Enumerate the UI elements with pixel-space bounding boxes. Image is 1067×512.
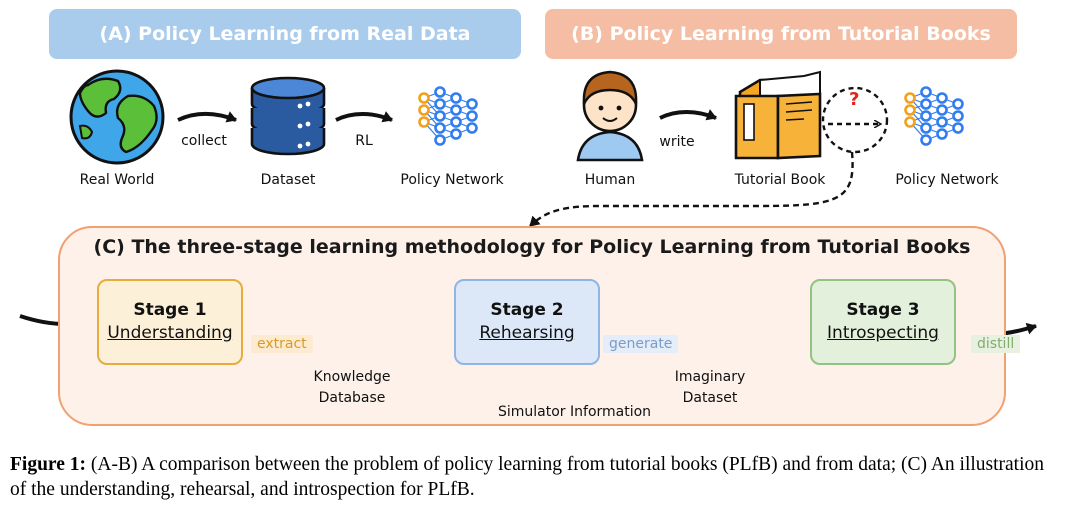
stage-2-title: Stage 2 <box>490 300 564 320</box>
simulator-information-label: Simulator Information <box>498 404 652 420</box>
panel-b-header-text: (B) Policy Learning from Tutorial Books <box>571 23 991 45</box>
policy-network-label-b: Policy Network <box>895 172 999 188</box>
globe-icon <box>69 69 165 165</box>
stage-3-box: Stage 3 Introspecting <box>810 279 956 365</box>
unknown-mapping-icon <box>821 86 889 154</box>
imaginary-dataset-line2: Dataset <box>682 390 738 406</box>
panel-a-header: (A) Policy Learning from Real Data <box>49 9 521 59</box>
rl-label: RL <box>355 133 373 149</box>
book-icon <box>734 70 822 160</box>
stage-3-title: Stage 3 <box>846 300 920 320</box>
dataset-icon <box>250 76 326 156</box>
figure-caption: Figure 1: (A-B) A comparison between the… <box>10 452 1060 502</box>
policy-network-label-a: Policy Network <box>400 172 504 188</box>
write-arrow <box>659 109 717 121</box>
dashed-link-arrow <box>529 151 854 227</box>
panel-b-header: (B) Policy Learning from Tutorial Books <box>545 9 1017 59</box>
rl-arrow <box>335 111 393 123</box>
collect-label: collect <box>181 133 227 149</box>
human-label: Human <box>584 172 636 188</box>
stage-2-box: Stage 2 Rehearsing <box>454 279 600 365</box>
extract-tag: extract <box>251 335 313 353</box>
knowledge-database-line1: Knowledge <box>313 369 391 385</box>
tutorial-book-label: Tutorial Book <box>734 172 826 188</box>
caption-text: (A-B) A comparison between the problem o… <box>10 454 1045 500</box>
stage-2-subtitle: Rehearsing <box>479 323 575 343</box>
panel-a-header-text: (A) Policy Learning from Real Data <box>99 23 471 45</box>
neural-network-icon-b <box>904 86 964 146</box>
dataset-label: Dataset <box>260 172 316 188</box>
imaginary-dataset-label: Imaginary Dataset <box>675 368 746 407</box>
stage-1-box: Stage 1 Understanding <box>97 279 243 365</box>
distill-tag: distill <box>971 335 1021 353</box>
question-mark: ? <box>849 89 860 110</box>
imaginary-dataset-line1: Imaginary <box>674 369 746 385</box>
knowledge-database-line2: Database <box>318 390 386 406</box>
panel-c-title: (C) The three-stage learning methodology… <box>93 236 971 258</box>
stage-1-title: Stage 1 <box>133 300 207 320</box>
write-label: write <box>659 134 695 150</box>
collect-arrow <box>177 111 237 123</box>
caption-label: Figure 1: <box>10 454 87 475</box>
generate-tag: generate <box>603 335 679 353</box>
real-world-label: Real World <box>79 172 155 188</box>
neural-network-icon-a <box>418 86 478 146</box>
human-icon <box>576 70 644 162</box>
knowledge-database-label: Knowledge Database <box>314 368 391 407</box>
stage-1-subtitle: Understanding <box>107 323 233 343</box>
stage-3-subtitle: Introspecting <box>827 323 939 343</box>
